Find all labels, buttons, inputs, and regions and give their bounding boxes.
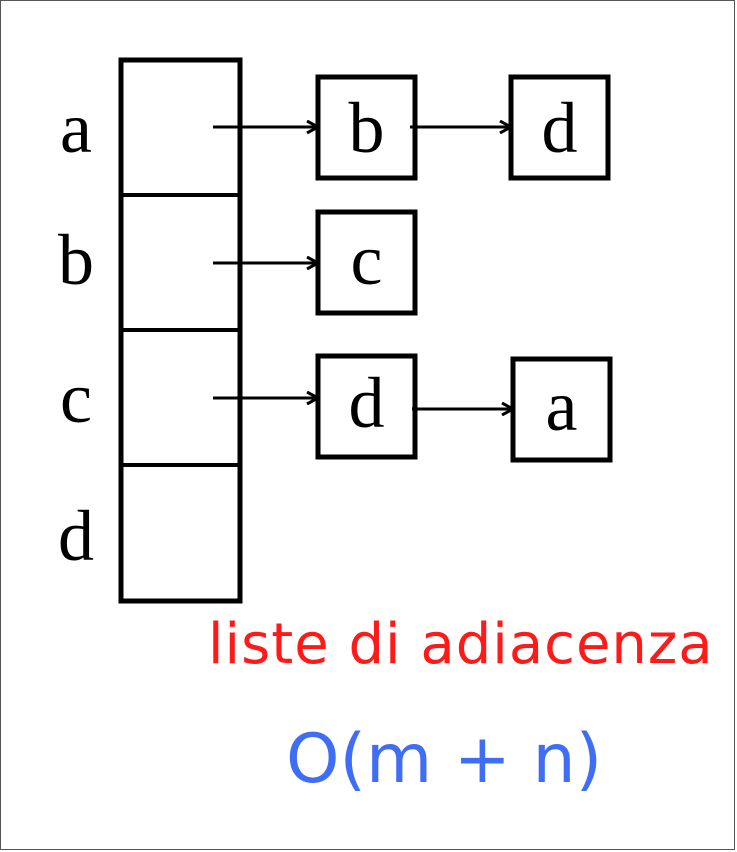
vertex-label-c: c — [60, 358, 92, 438]
list-node-label: b — [349, 88, 385, 168]
list-node-label: c — [351, 220, 383, 300]
list-node — [508, 74, 611, 181]
list-node — [315, 353, 418, 460]
list-node-label: d — [349, 363, 385, 443]
vertex-label-b: b — [58, 220, 94, 300]
caption-adjacency-lists: liste di adiacenza — [208, 612, 714, 677]
vertex-label-d: d — [58, 496, 94, 576]
list-node — [510, 356, 613, 463]
list-node — [315, 209, 418, 316]
complexity-label: O(m + n) — [286, 720, 603, 799]
list-node-label: a — [546, 366, 578, 446]
vertex-label-a: a — [60, 88, 92, 168]
list-node-label: d — [542, 88, 578, 168]
